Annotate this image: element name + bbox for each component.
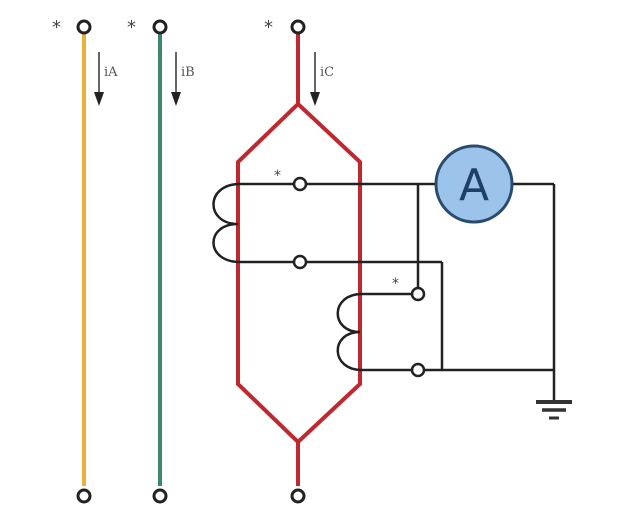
arrow-down-icon xyxy=(94,92,104,106)
phase-a-top-terminal xyxy=(76,19,92,35)
ammeter: A xyxy=(434,144,514,224)
phase-c-current-label: iC xyxy=(320,65,334,80)
phase-a-bottom-terminal xyxy=(76,488,92,504)
phase-b-current-label: iB xyxy=(181,65,195,80)
ct2-polarity-terminal xyxy=(410,286,426,302)
phase-a-current-label: iA xyxy=(104,65,118,80)
phase-b-bottom-terminal xyxy=(152,488,168,504)
ct1-coil xyxy=(212,182,241,264)
arrow-down-icon xyxy=(310,92,320,106)
phase-b-polarity-mark: * xyxy=(127,17,136,38)
phase-a-conductor: * iA xyxy=(52,17,118,504)
ct1-polarity-mark: * xyxy=(274,168,281,184)
ammeter-label: A xyxy=(459,160,489,211)
ct1-polarity-terminal xyxy=(292,176,308,192)
ct2-secondary-terminal xyxy=(410,362,426,378)
arrow-down-icon xyxy=(171,92,181,106)
ct2-polarity-mark: * xyxy=(392,276,399,292)
phase-b-top-terminal xyxy=(152,19,168,35)
phase-a-polarity-mark: * xyxy=(52,17,61,38)
ct2-coil xyxy=(336,292,363,372)
phase-b-conductor: * iB xyxy=(127,17,195,504)
ground-icon xyxy=(536,400,572,420)
phase-c-bottom-terminal xyxy=(290,488,306,504)
secondary-wiring xyxy=(212,182,556,402)
phase-c-polarity-mark: * xyxy=(264,17,273,38)
phase-c-conductor: * iC xyxy=(236,17,362,504)
phase-c-top-terminal xyxy=(290,19,306,35)
ct1-secondary-terminal xyxy=(292,254,308,270)
